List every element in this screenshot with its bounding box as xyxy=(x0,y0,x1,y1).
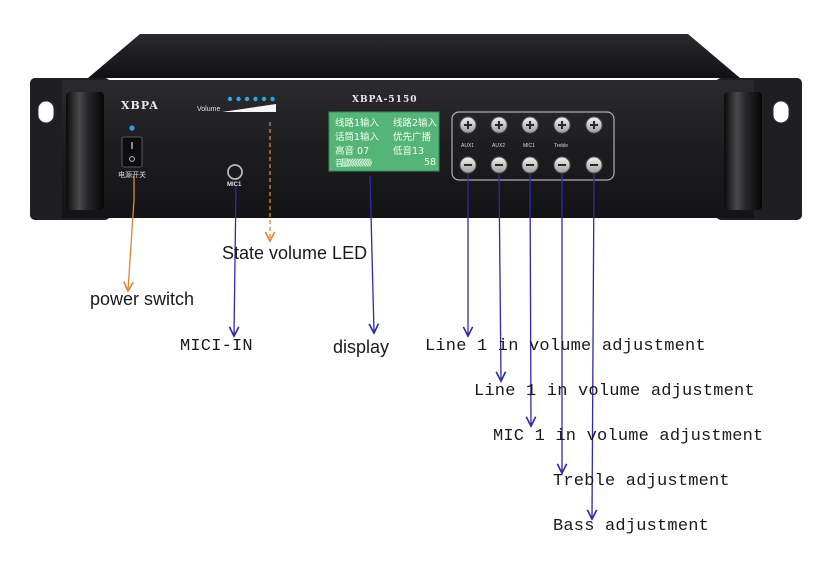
brand-logo: XBPA xyxy=(121,99,159,112)
plus-icon xyxy=(526,121,534,129)
plus-icon xyxy=(495,121,503,129)
annotation-power-switch: power switch xyxy=(90,289,195,309)
minus-button-2[interactable] xyxy=(490,156,508,174)
lcd-row-1-right: 线路2输入 xyxy=(393,118,438,129)
annotation-state-volume-led: State volume LED xyxy=(222,243,368,263)
minus-icon xyxy=(590,164,598,166)
volume-led xyxy=(261,96,267,102)
power-switch[interactable] xyxy=(121,136,143,168)
plus-icon xyxy=(558,121,566,129)
plus-button-2[interactable] xyxy=(490,116,508,134)
plus-button-5[interactable] xyxy=(585,116,603,134)
lcd-text: 线路1输入 线路2输入 话筒1输入 优先广播 高音 07 低音13 音量》》》》》》》… xyxy=(329,113,439,171)
lcd-row-2: 话筒1输入 优先广播 xyxy=(335,129,433,143)
annotation-display: display xyxy=(333,337,390,357)
annotation-mic-in: MICI-IN xyxy=(180,337,253,356)
plus-button-4[interactable] xyxy=(553,116,571,134)
arrow-bass xyxy=(592,173,594,518)
power-switch-off-mark xyxy=(129,156,135,162)
volume-led xyxy=(270,96,275,102)
minus-icon xyxy=(495,164,503,166)
power-switch-label: 电源开关 xyxy=(118,171,146,179)
minus-button-4[interactable] xyxy=(553,156,571,174)
volume-wedge xyxy=(222,104,276,112)
annotation-bass: Bass adjustment xyxy=(553,517,710,536)
handle-right[interactable] xyxy=(724,92,762,210)
volume-led xyxy=(244,96,250,102)
power-led xyxy=(129,125,135,131)
plus-icon xyxy=(464,121,472,129)
mount-slot-left xyxy=(37,100,55,124)
lcd-row-4: 音量》》》》》》》》》》》》》》 58 xyxy=(335,157,437,170)
plus-icon xyxy=(590,121,598,129)
volume-led xyxy=(253,96,258,102)
arrow-display xyxy=(370,175,374,332)
plus-button-1[interactable] xyxy=(459,116,477,134)
lcd-row-3: 高音 07 低音13 xyxy=(335,143,433,157)
minus-icon xyxy=(464,164,472,166)
annotation-line1b: Line 1 in volume adjustment xyxy=(474,382,755,401)
arrow-mic-in xyxy=(234,185,236,335)
lcd-row-1-left: 线路1输入 xyxy=(335,118,380,129)
lcd-row-1: 线路1输入 线路2输入 xyxy=(335,115,437,129)
volume-label: Volume xyxy=(197,106,221,113)
control-buttons xyxy=(459,116,603,174)
lcd-row-2-left: 话筒1输入 xyxy=(335,132,380,143)
annotation-mic1: MIC 1 in volume adjustment xyxy=(493,427,764,446)
handle-left[interactable] xyxy=(66,92,104,210)
mic1-label: MIC1 xyxy=(227,182,242,188)
minus-button-3[interactable] xyxy=(521,156,539,174)
minus-button-5[interactable] xyxy=(585,156,603,174)
volume-led xyxy=(236,96,241,102)
annotation-line1: Line 1 in volume adjustment xyxy=(425,337,706,356)
arrow-mic1 xyxy=(530,173,531,425)
plus-button-3[interactable] xyxy=(521,116,539,134)
mount-slot-right xyxy=(772,100,790,124)
lcd-volume-value: 58 xyxy=(424,157,437,168)
channel-label-mic1: MIC1 xyxy=(523,143,535,149)
minus-icon xyxy=(526,164,534,166)
volume-led xyxy=(227,96,233,102)
lcd-row-3-left: 高音 07 xyxy=(335,146,370,157)
arrow-line1b xyxy=(499,173,501,380)
control-panel xyxy=(451,111,615,181)
chassis-top xyxy=(88,34,740,78)
channel-label-aux1: AUX1 xyxy=(461,143,475,149)
minus-button-1[interactable] xyxy=(459,156,477,174)
lcd-display xyxy=(328,111,440,172)
arrow-power-switch xyxy=(128,176,135,290)
channel-label-treble: Treble xyxy=(554,143,568,149)
model-name: XBPA-5150 xyxy=(352,95,418,105)
volume-led-meter xyxy=(227,96,275,102)
channel-label-aux2: AUX2 xyxy=(492,143,506,149)
lcd-row-3-right: 低音13 xyxy=(393,146,425,157)
lcd-volume-bar: 音量》》》》》》》》》》》》》》 xyxy=(335,159,377,169)
annotation-treble: Treble adjustment xyxy=(553,472,730,491)
lcd-row-2-right: 优先广播 xyxy=(393,132,432,143)
minus-icon xyxy=(558,164,566,166)
mic1-jack[interactable] xyxy=(227,164,243,180)
